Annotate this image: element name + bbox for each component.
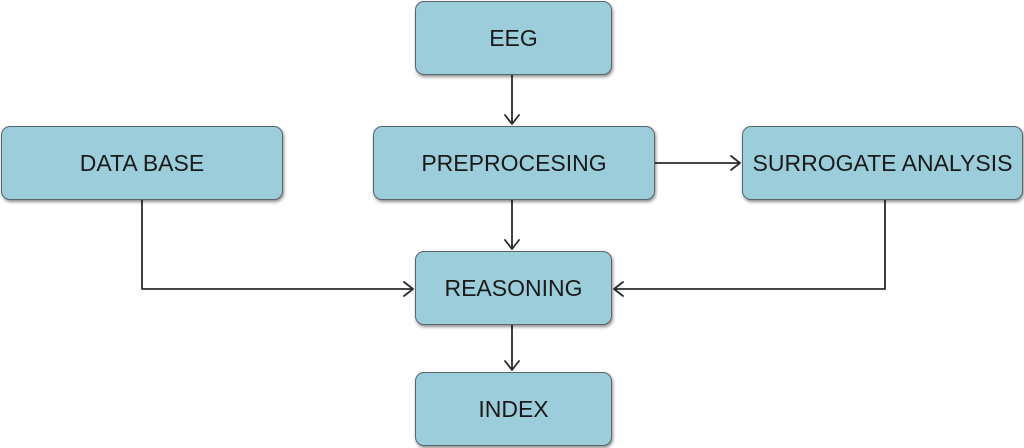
preprocessing-node-label: PREPROCESING bbox=[421, 149, 607, 176]
index-node: INDEX bbox=[415, 372, 612, 446]
arrow-reasoning-to-index bbox=[504, 324, 520, 371]
arrow-preprocessing-to-reasoning bbox=[504, 199, 520, 250]
reasoning-node-label: REASONING bbox=[444, 274, 583, 301]
database-node-label: DATA BASE bbox=[79, 149, 205, 176]
arrow-database-to-reasoning bbox=[141, 199, 414, 297]
preprocessing-node: PREPROCESING bbox=[373, 126, 655, 200]
arrow-preprocessing-to-surrogate bbox=[654, 155, 741, 171]
eeg-node: EEG bbox=[415, 1, 612, 75]
index-node-label: INDEX bbox=[478, 395, 549, 422]
eeg-node-label: EEG bbox=[489, 24, 538, 51]
arrow-eeg-to-preprocessing bbox=[504, 74, 520, 125]
surrogate-analysis-node: SURROGATE ANALYSIS bbox=[742, 126, 1023, 200]
surrogate-analysis-node-label: SURROGATE ANALYSIS bbox=[752, 149, 1013, 176]
arrow-surrogate-to-reasoning bbox=[613, 199, 886, 297]
database-node: DATA BASE bbox=[1, 126, 283, 200]
reasoning-node: REASONING bbox=[415, 251, 612, 325]
